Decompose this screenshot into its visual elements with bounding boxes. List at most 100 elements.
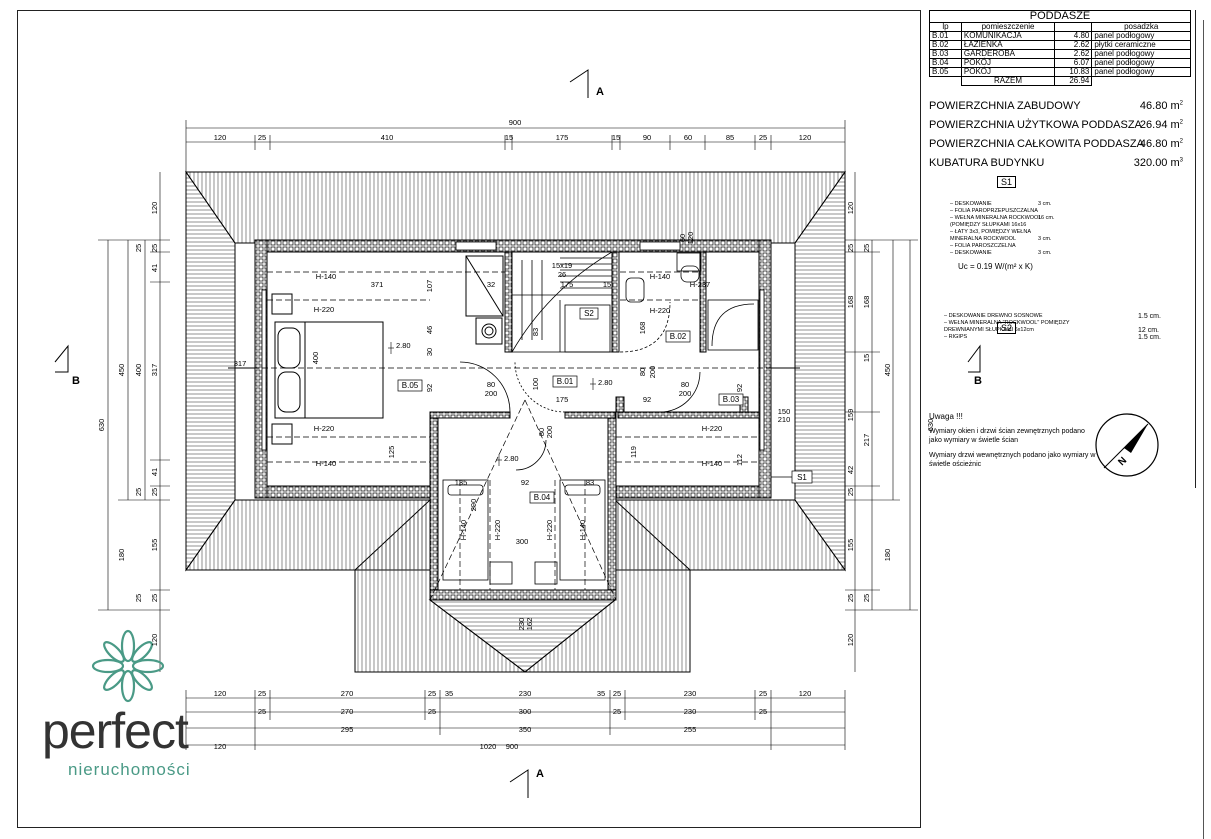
dim-label: 60 [678, 234, 687, 242]
dim-label: 450 [883, 364, 892, 377]
dim-label: 175 [556, 395, 569, 404]
layer-name: – FOLIA PAROPRZEPUSZCZALNA [950, 208, 1038, 214]
layer-name: – ŁATY 3x3, POMIĘDZY WEŁNA [950, 229, 1031, 235]
dim-label: 25 [613, 689, 621, 698]
layer-name: – DESKOWANIE [950, 250, 992, 256]
bathroom-fixtures [619, 252, 759, 353]
dim-label: 25 [862, 594, 871, 602]
dim-label: 125 [387, 446, 396, 459]
dim-label: 120 [214, 742, 227, 751]
dim-label: 80 [681, 380, 689, 389]
layer-name: – DESKOWANIE DREWNO SOSNOWE [944, 313, 1043, 319]
level-marker: 2.80 [598, 378, 613, 387]
dim-label: 120 [150, 634, 159, 647]
dim-label: 25 [862, 244, 871, 252]
layer-thickness: 1.5 cm. [1138, 334, 1161, 341]
dim-label: 155 [150, 539, 159, 552]
dim-label: 90 [643, 133, 651, 142]
dim-label: 32 [487, 280, 495, 289]
height-label: H-220 [314, 424, 334, 433]
stat-value: 46.80 m2 [1140, 138, 1183, 150]
dim-label: 92 [521, 478, 529, 487]
height-label: H-220 [493, 520, 502, 540]
dim-label: 120 [846, 634, 855, 647]
layer-thickness: 3 cm. [1038, 236, 1052, 242]
layer-name: – FOLIA PAROSZCZELNA [950, 243, 1016, 249]
logo-flower-icon [91, 629, 165, 703]
stat-unit-exp: 2 [1179, 138, 1183, 145]
cell-lp: B.05 [929, 67, 962, 77]
s2-box: S2 [997, 322, 1017, 334]
dim-label: 200 [648, 366, 657, 379]
dim-label: 175 [556, 133, 569, 142]
dim-label: 25 [258, 133, 266, 142]
dim-label: 30 [425, 348, 434, 356]
dim-label: 25 [759, 707, 767, 716]
dim-label: 80 [638, 368, 647, 376]
dim-label: 25 [428, 689, 436, 698]
dim-label: 25 [134, 594, 143, 602]
dim-label: 295 [341, 725, 354, 734]
logo-wordmark: perfect [42, 703, 189, 759]
dim-label: 200 [679, 389, 692, 398]
room-label-b03: B.03 [723, 395, 740, 404]
room-label-b05: B.05 [402, 381, 419, 390]
stat-label: POWIERZCHNIA UŻYTKOWA PODDASZA [929, 119, 1142, 131]
dim-label: 25 [613, 707, 621, 716]
height-label: H-140 [459, 520, 468, 540]
dim-label: 41 [150, 264, 159, 272]
dim-label: 217 [862, 434, 871, 447]
layer-name: – WEŁNA MINERALNA "ROCKWOOL" POMIĘDZY [944, 320, 1070, 326]
floor-interior [255, 240, 771, 498]
stairs-label: 26 [558, 270, 566, 279]
room-label-b04: B.04 [534, 493, 551, 502]
dim-label: 270 [341, 689, 354, 698]
stairs [511, 251, 613, 353]
dim-label: 42 [846, 466, 855, 474]
dim-label: 168 [862, 296, 871, 309]
dim-label: 25 [134, 244, 143, 252]
stat-row: POWIERZCHNIA CAŁKOWITA PODDASZA 46.80 m2 [929, 138, 1191, 157]
dims-bottom [185, 690, 846, 750]
level-marker: 2.80 [396, 341, 411, 350]
total-value: 26.94 [1054, 76, 1093, 86]
stat-number: 26.94 m [1139, 119, 1180, 131]
compass-north: N [1116, 455, 1129, 468]
doors [459, 361, 701, 471]
dim-label: 180 [883, 549, 892, 562]
dim-label: 80 [487, 380, 495, 389]
stat-number: 46.80 m [1139, 138, 1180, 150]
stairs-label: 175 [561, 280, 574, 289]
wall-type-s1-label: S1 [797, 473, 807, 482]
layer-name: (POMIĘDZY SŁUPKAMI 16x16 [950, 222, 1027, 228]
section-markers [54, 69, 981, 798]
dim-label: 83 [586, 478, 594, 487]
stat-value: 26.94 m2 [1140, 119, 1183, 131]
layer-row: – FOLIA PAROSZCZELNA [950, 243, 1130, 250]
dim-label: 120 [150, 202, 159, 215]
dim-label: 255 [684, 725, 697, 734]
dim-label: 120 [214, 133, 227, 142]
stat-unit-exp: 2 [1179, 119, 1183, 126]
dim-label: 25 [134, 488, 143, 496]
level-marker: 2.80 [504, 454, 519, 463]
dim-label: 159 [846, 409, 855, 422]
room-label-b02: B.02 [670, 332, 687, 341]
dim-label: 15 [862, 354, 871, 362]
dim-label: 112 [735, 454, 744, 466]
dim-label: 200 [485, 389, 498, 398]
stat-row: POWIERZCHNIA UŻYTKOWA PODDASZA 26.94 m2 [929, 119, 1191, 138]
dim-label: 25 [150, 244, 159, 252]
dim-label: 41 [150, 468, 159, 476]
wall-type-s2-label: S2 [584, 309, 594, 318]
height-label: H-140 [316, 272, 336, 281]
dim-label: 300 [516, 537, 529, 546]
height-label: H-220 [545, 520, 554, 540]
stat-value: 320.00 m3 [1134, 157, 1183, 169]
dim-label: 290 [469, 499, 478, 512]
dim-label: 46 [425, 326, 434, 334]
dim-label: 120 [799, 133, 812, 142]
